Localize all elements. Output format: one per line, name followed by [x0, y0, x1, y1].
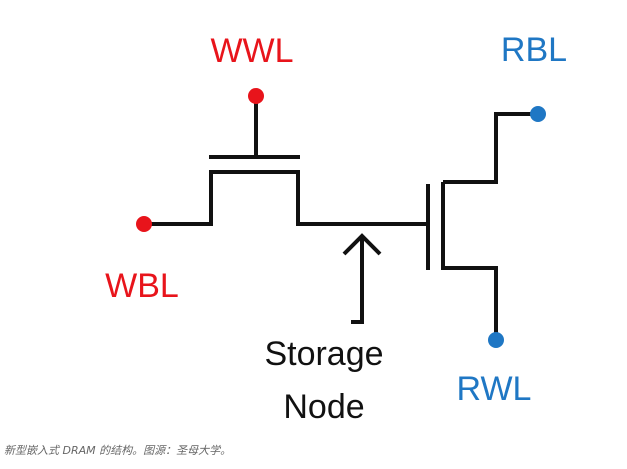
wwl-terminal-dot [248, 88, 264, 104]
storage-node-label-line2: Node [283, 388, 364, 426]
figure-caption: 新型嵌入式 DRAM 的结构。图源：圣母大学。 [4, 444, 232, 457]
storage-node-label-line1: Storage [264, 335, 383, 373]
write-transistor-channel [144, 170, 428, 226]
storage-node-arrow [351, 236, 364, 324]
rbl-label: RBL [501, 31, 567, 69]
rwl-wire [443, 266, 498, 338]
rwl-label: RWL [457, 370, 532, 408]
rwl-terminal-dot [488, 332, 504, 348]
rbl-wire [443, 112, 537, 184]
wwl-label: WWL [210, 32, 293, 70]
wbl-label: WBL [105, 267, 179, 305]
wbl-terminal-dot [136, 216, 152, 232]
storage-node-arrowhead [342, 233, 382, 256]
rbl-terminal-dot [530, 106, 546, 122]
